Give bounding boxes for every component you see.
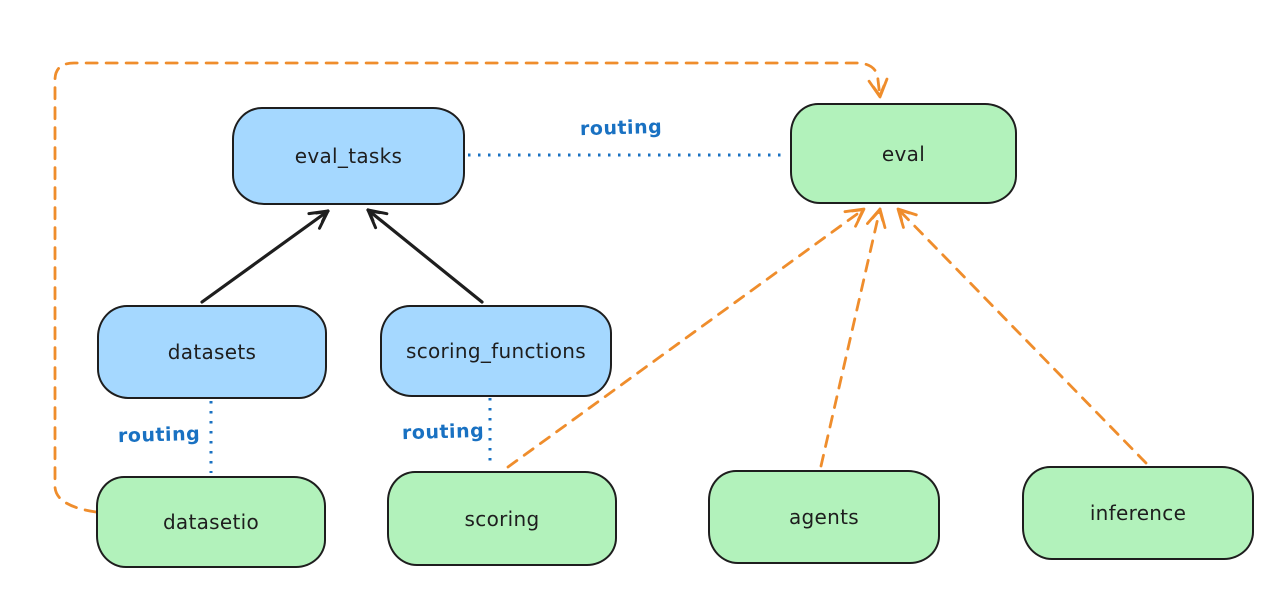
node-datasets-label: datasets [167, 340, 257, 364]
node-scoring-functions: scoring_functions [380, 305, 612, 397]
edge-scoring-functions-to-eval-tasks [366, 208, 484, 304]
node-eval-tasks-label: eval_tasks [294, 144, 403, 168]
edge-inference-to-eval [896, 207, 1148, 465]
node-agents: agents [708, 470, 940, 564]
edge-datasetio-to-eval [53, 61, 889, 514]
edge-agents-to-eval [819, 207, 887, 468]
node-scoring: scoring [387, 471, 617, 566]
node-datasetio: datasetio [96, 476, 326, 568]
edge-label-routing-eval-tasks-eval: routing [579, 115, 663, 141]
node-datasetio-label: datasetio [162, 510, 260, 534]
node-eval-label: eval [881, 141, 926, 166]
edge-scoring-to-eval [506, 207, 866, 469]
edge-label-routing-datasets-datasetio: routing [117, 422, 201, 448]
node-eval-tasks: eval_tasks [232, 107, 465, 205]
node-inference: inference [1022, 466, 1254, 560]
node-inference-label: inference [1089, 501, 1187, 525]
node-agents-label: agents [789, 505, 859, 529]
node-datasets: datasets [97, 305, 327, 399]
node-scoring-label: scoring [464, 506, 540, 531]
node-eval: eval [790, 103, 1017, 204]
edge-label-routing-scoring-functions-scoring: routing [401, 419, 485, 445]
node-scoring-functions-label: scoring_functions [405, 339, 587, 363]
edge-datasets-to-eval-tasks [200, 209, 330, 304]
